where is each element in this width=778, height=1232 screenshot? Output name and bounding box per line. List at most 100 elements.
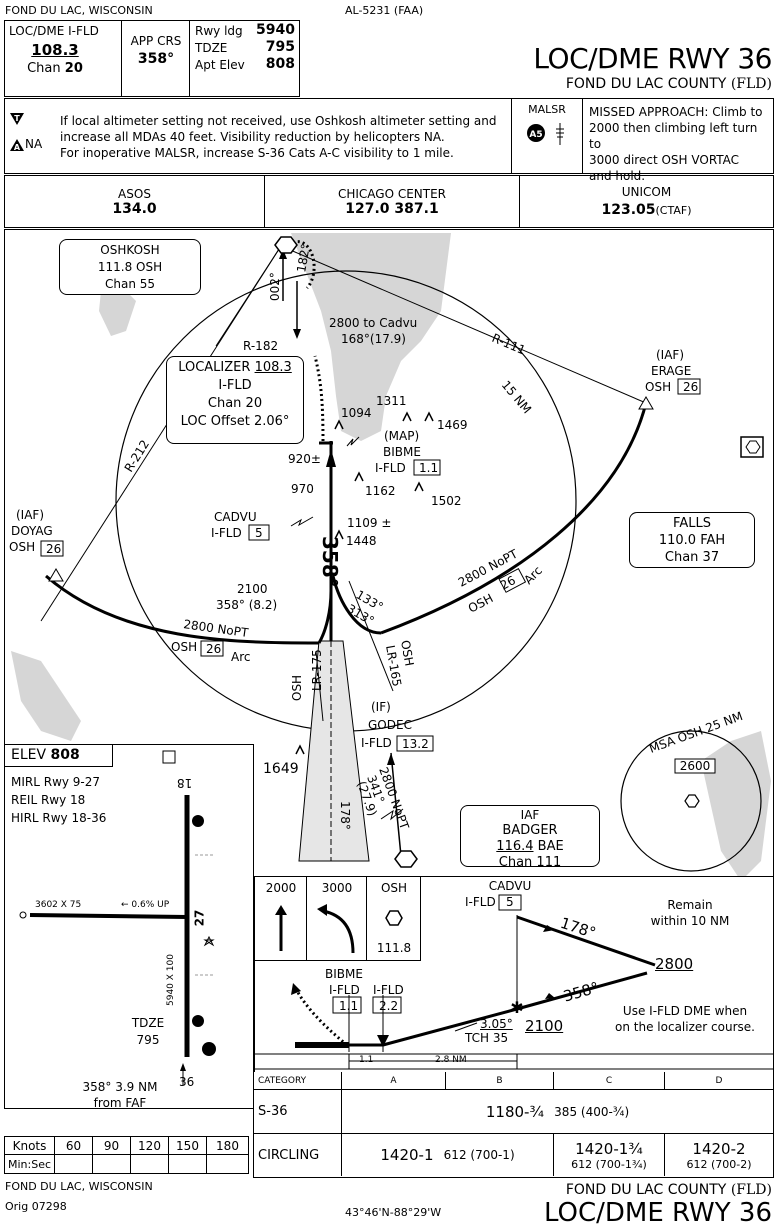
profile-cadvu-ifld: I-FLD	[465, 895, 496, 909]
godec-name: GODEC	[368, 718, 412, 732]
profile-bibme: BIBME	[325, 967, 363, 981]
loc-frequency: 108.3	[31, 41, 79, 59]
faf-note-1: 358° 3.9 NM	[82, 1080, 158, 1094]
cadvu-ifld: I-FLD	[211, 526, 242, 540]
footer-airport-name: FOND DU LAC COUNTY	[565, 1182, 727, 1198]
profile-outbound	[516, 915, 656, 967]
arc-west-label: Arc	[231, 650, 250, 664]
icon-3000-label: 3000	[321, 881, 353, 895]
bibme-dme-mark	[346, 436, 360, 447]
rwy-9-27-dims: 3602 X 75	[35, 900, 82, 910]
comm-unicom-label: UNICOM	[621, 185, 672, 199]
bibme-dme: 1.1	[419, 461, 438, 475]
procedure-id: AL-5231 (FAA)	[345, 4, 424, 17]
circling-d-mda: 1420-2	[692, 1139, 746, 1158]
oshkosh-chan: Chan 55	[104, 277, 156, 291]
knots-90: 90	[93, 1137, 131, 1154]
comm-unicom-extra: (CTAF)	[655, 204, 692, 217]
s36-label: S-36	[254, 1090, 342, 1133]
osh-lr165: OSH	[398, 639, 416, 667]
missed-climb-path	[313, 355, 325, 442]
ring-15nm-label: 15 NM	[499, 378, 534, 416]
missed-icons: 2000 3000 OSH 111.8	[255, 877, 421, 961]
circling-c-mda: 1420-1¾	[575, 1139, 643, 1158]
comm-center: CHICAGO CENTER 127.0 387.1	[265, 176, 520, 227]
footer-amendment: Orig 07298	[5, 1200, 67, 1213]
elev-box: ELEV 808	[5, 745, 113, 767]
rwy-27-label: 27	[192, 909, 207, 927]
apt-elev-value: 808	[265, 56, 295, 72]
remain-line-1: Remain	[667, 898, 713, 912]
icon-osh-label: OSH	[380, 881, 408, 895]
light-mirl: MIRL Rwy 9-27	[11, 775, 101, 789]
comm-unicom: UNICOM 123.05(CTAF)	[520, 176, 773, 227]
osh-lr175: OSH	[290, 675, 304, 701]
missed-line-4: and hold.	[589, 169, 646, 183]
a-na-symbol-icon: A	[9, 137, 25, 156]
comm-center-freq: 127.0 387.1	[345, 200, 439, 217]
plan-view-svg: R-182 R-111 R-212 2800 to Cadvu 168°(17.…	[9, 233, 771, 881]
badger-name: BADGER	[502, 823, 558, 838]
arc-east-turn	[331, 575, 382, 635]
missed-line-1: MISSED APPROACH: Climb to	[589, 105, 763, 119]
localizer-chan: Chan 20	[207, 396, 263, 411]
footer-location: FOND DU LAC, WISCONSIN	[5, 1180, 153, 1193]
remain-line-2: within 10 NM	[650, 914, 730, 928]
falls-name: FALLS	[673, 516, 711, 531]
cadvu-dme-mark	[290, 516, 314, 527]
localizer-label: LOCALIZER	[178, 360, 251, 375]
erage-osh: OSH	[645, 380, 671, 394]
localizer-info-box: LOCALIZER 108.3 I-FLD Chan 20 LOC Offset…	[166, 356, 304, 444]
crs-178: 178°	[338, 801, 352, 830]
footer-coords: 43°46'N-88°29'W	[345, 1206, 442, 1219]
badger-vortac-icon	[394, 850, 418, 868]
oshkosh-info-box: OSHKOSH 111.8 OSH Chan 55	[59, 239, 201, 295]
bibme-name: BIBME	[383, 445, 421, 459]
minsec-label: Min:Sec	[5, 1155, 55, 1173]
circling-d-hat: 612 (700-2)	[686, 1157, 752, 1171]
circling-label: CIRCLING	[254, 1134, 342, 1176]
notes-line-1: If local altimeter setting not received,…	[60, 114, 497, 128]
icon-osh-freq: 111.8	[376, 941, 412, 955]
comm-center-label: CHICAGO CENTER	[337, 186, 447, 201]
procedure-title: LOC/DME RWY 36	[533, 42, 772, 75]
elev-1448: 1448	[346, 534, 377, 548]
elev-1649: 1649	[263, 761, 299, 777]
badger-freq: 116.4	[496, 839, 534, 854]
badger-info-box: IAF BADGER 116.4 BAE Chan 111	[460, 805, 600, 870]
rwy-18-36-dims: 5940 X 100	[165, 954, 176, 1006]
radial-r212	[40, 245, 282, 622]
doyag-name: DOYAG	[11, 524, 53, 538]
erage-name: ERAGE	[651, 364, 691, 378]
lighting-list: MIRL Rwy 9-27 REIL Rwy 18 HIRL Rwy 18-36	[11, 773, 106, 827]
tdze-label: TDZE	[131, 1016, 165, 1030]
notes-line-3: For inoperative MALSR, increase S-36 Cat…	[60, 146, 454, 160]
lake-sw	[11, 651, 81, 741]
bibme-ifld: I-FLD	[375, 461, 406, 475]
profile-alt-2800: 2800	[655, 955, 694, 973]
map-label: (MAP)	[384, 429, 419, 443]
missed-profile-path	[293, 986, 348, 1047]
missed-line-3: 3000 direct OSH VORTAC	[589, 153, 740, 167]
apt-elev-label: Apt Elev	[195, 58, 245, 72]
light-reil: REIL Rwy 18	[11, 793, 86, 807]
s36-hat: 385 (400-¾)	[554, 1104, 630, 1119]
rwy-ldg-label: Rwy ldg	[195, 24, 243, 38]
crs-002-label: 002°	[268, 272, 282, 301]
comm-asos: ASOS 134.0	[5, 176, 265, 227]
crs-2100: 358° (8.2)	[216, 598, 277, 612]
profile-tch: TCH 35	[465, 1031, 509, 1045]
lr-175: LR-175	[310, 649, 324, 691]
godec-dme: 13.2	[402, 737, 429, 751]
tdze-block: TDZE 795	[123, 1015, 173, 1049]
knots-120: 120	[131, 1137, 169, 1154]
profile-dme-22: 2.2	[379, 999, 399, 1013]
icon-2000-label: 2000	[265, 881, 297, 895]
header-location: FOND DU LAC, WISCONSIN	[5, 4, 153, 17]
godec-if: (IF)	[371, 700, 391, 714]
cat-d: D	[715, 1075, 723, 1086]
profile-seg-1: 1.1	[359, 1055, 374, 1065]
final-crs-358: 358°	[318, 536, 342, 588]
airport-id: (FLD)	[730, 76, 772, 92]
cat-c: C	[554, 1072, 665, 1089]
